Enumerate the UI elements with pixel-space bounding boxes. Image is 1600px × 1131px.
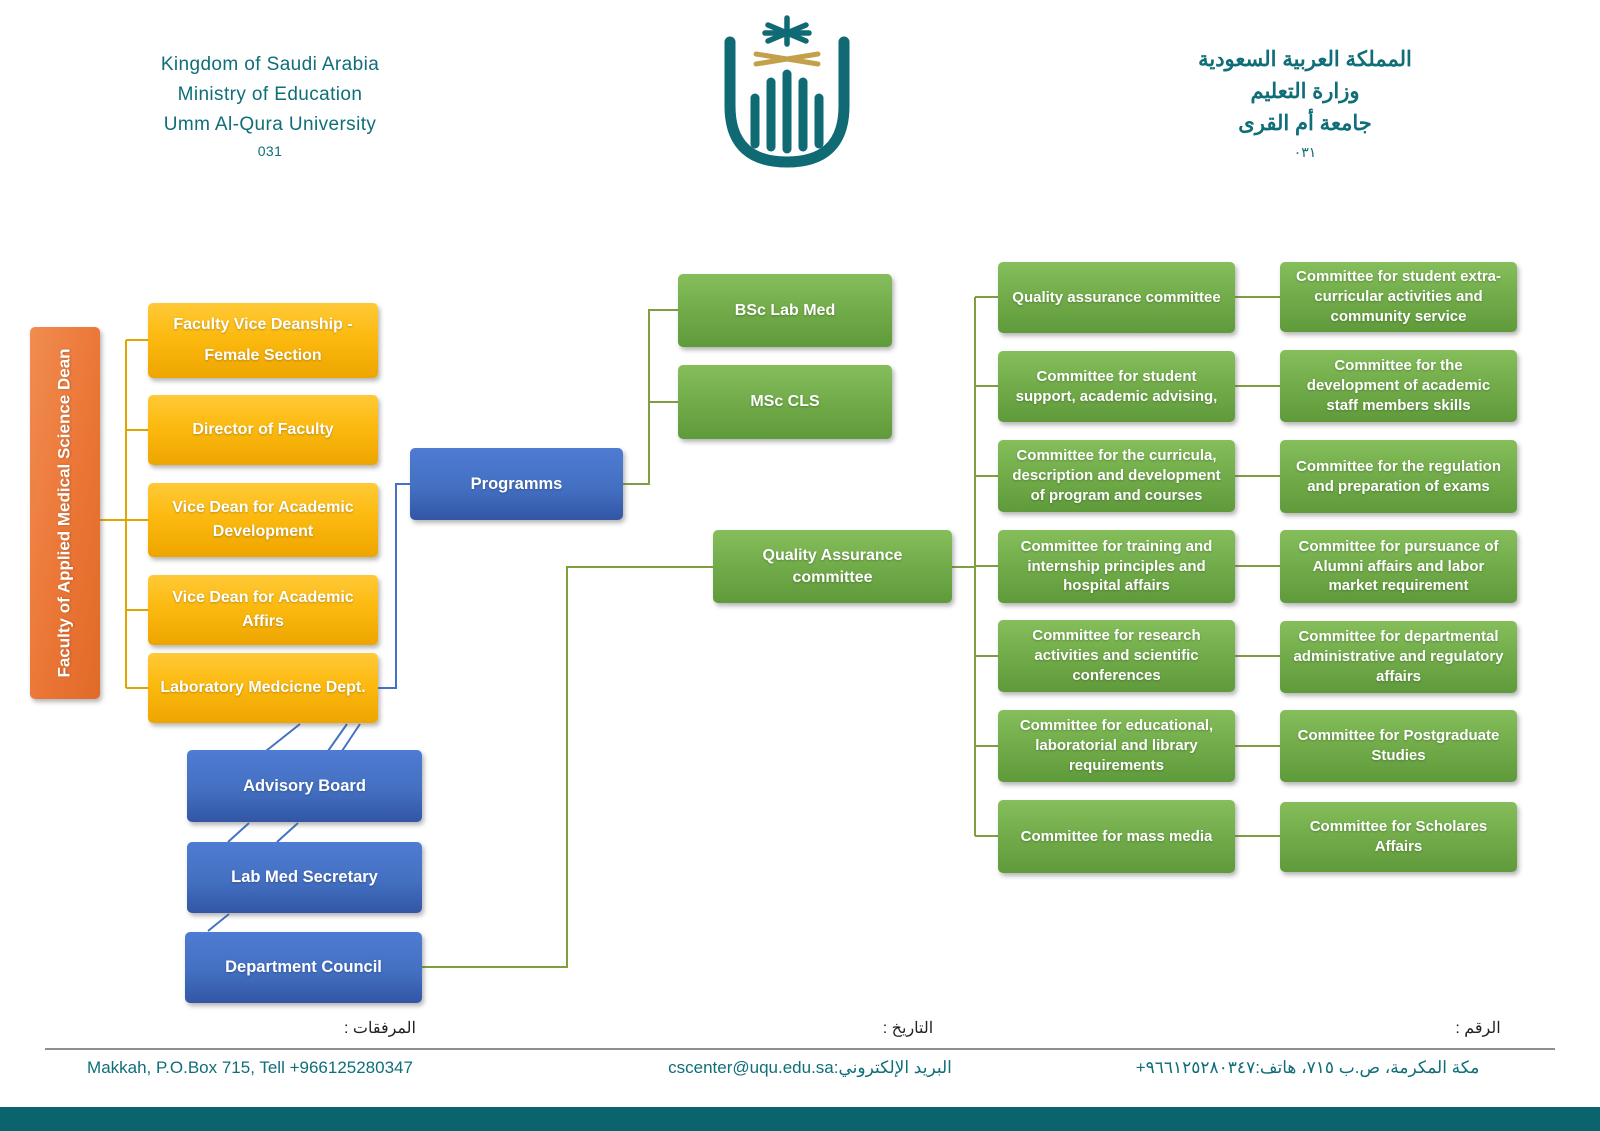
- date-label: التاريخ :: [882, 1020, 934, 1037]
- university-line: Umm Al-Qura University: [163, 114, 377, 135]
- org-box-qa-committee-3: Committee for the curricula, description…: [998, 440, 1235, 512]
- connector-council-to-qa: [422, 566, 713, 968]
- letterhead-arabic: المملكة العربية السعودية وزارة التعليم ج…: [1130, 44, 1480, 164]
- footer-divider: [45, 1048, 1555, 1050]
- code-line-ar: ٠٣١: [1293, 144, 1317, 160]
- attachments-label: المرفقات :: [344, 1020, 416, 1037]
- connector-labdept-to-advisory: [265, 723, 361, 752]
- ministry-line-ar: وزارة التعليم: [1250, 80, 1360, 103]
- org-box-laboratory-medicine-dept: Laboratory Medcicne Dept.: [148, 653, 378, 723]
- org-box-sub-committee-2: Committee for the development of academi…: [1280, 350, 1517, 422]
- dean-label: Faculty of Applied Medical Science Dean: [55, 348, 75, 678]
- org-box-qa-committee-2: Committee for student support, academic …: [998, 351, 1235, 422]
- number-label: الرقم :: [1455, 1020, 1501, 1037]
- org-box-qa-committee-5: Committee for research activities and sc…: [998, 620, 1235, 692]
- connector-secretary-to-council: [207, 913, 230, 932]
- org-box-advisory-board: Advisory Board: [187, 750, 422, 822]
- org-box-sub-committee-6: Committee for Postgraduate Studies: [1280, 710, 1517, 782]
- org-box-director-of-faculty: Director of Faculty: [148, 395, 378, 465]
- email-address: البريد الإلكتروني:cscenter@uqu.edu.sa: [668, 1058, 952, 1077]
- org-box-programms: Programms: [410, 448, 623, 520]
- org-box-sub-committee-3: Committee for the regulation and prepara…: [1280, 440, 1517, 513]
- university-line-ar: جامعة أم القرى: [1238, 112, 1372, 135]
- org-box-qa-committee-1: Quality assurance committee: [998, 262, 1235, 333]
- code-line: 031: [257, 143, 283, 159]
- address-english: Makkah, P.O.Box 715, Tell +966125280347: [87, 1058, 413, 1077]
- org-box-vice-deanship-female: Faculty Vice Deanship - Female Section: [148, 303, 378, 378]
- address-arabic: مكة المكرمة، ص.ب ٧١٥، هاتف:٩٦٦١٢٥٢٨٠٣٤٧+: [1135, 1058, 1480, 1077]
- org-box-qa-committee-6: Committee for educational, laboratorial …: [998, 710, 1235, 782]
- org-box-sub-committee-7: Committee for Scholares Affairs: [1280, 802, 1517, 872]
- kingdom-line-ar: المملكة العربية السعودية: [1198, 48, 1412, 71]
- org-box-sub-committee-1: Committee for student extra-curricular a…: [1280, 262, 1517, 332]
- letterhead-english: Kingdom of Saudi Arabia Ministry of Educ…: [85, 50, 455, 162]
- org-box-dean: Faculty of Applied Medical Science Dean: [30, 327, 100, 699]
- university-logo-icon: [724, 15, 850, 168]
- ministry-line: Ministry of Education: [177, 84, 363, 105]
- org-box-msc-cls: MSc CLS: [678, 365, 892, 439]
- org-box-qa-committee-4: Committee for training and internship pr…: [998, 530, 1235, 603]
- org-box-bsc-lab-med: BSc Lab Med: [678, 274, 892, 347]
- footer-bar: [0, 1107, 1600, 1131]
- kingdom-line: Kingdom of Saudi Arabia: [160, 54, 380, 75]
- org-box-vice-dean-academic-development: Vice Dean for Academic Development: [148, 483, 378, 557]
- connector-qa-to-committees: [952, 296, 998, 837]
- connector-programms-to-programs: [623, 309, 678, 485]
- org-box-qa-committee-7: Committee for mass media: [998, 800, 1235, 873]
- org-box-sub-committee-5: Committee for departmental administrativ…: [1280, 621, 1517, 693]
- org-box-lab-med-secretary: Lab Med Secretary: [187, 842, 422, 913]
- connector-dean-to-deputies: [100, 339, 148, 689]
- connector-advisory-to-secretary: [227, 822, 299, 843]
- connector-labdept-to-programms: [378, 483, 410, 689]
- org-box-sub-committee-4: Committee for pursuance of Alumni affair…: [1280, 530, 1517, 603]
- org-box-department-council: Department Council: [185, 932, 422, 1003]
- org-box-vice-dean-academic-affairs: Vice Dean for Academic Affirs: [148, 575, 378, 645]
- org-box-quality-assurance-committee: Quality Assurance committee: [713, 530, 952, 603]
- connector-committees-to-subcommittees: [1235, 296, 1280, 837]
